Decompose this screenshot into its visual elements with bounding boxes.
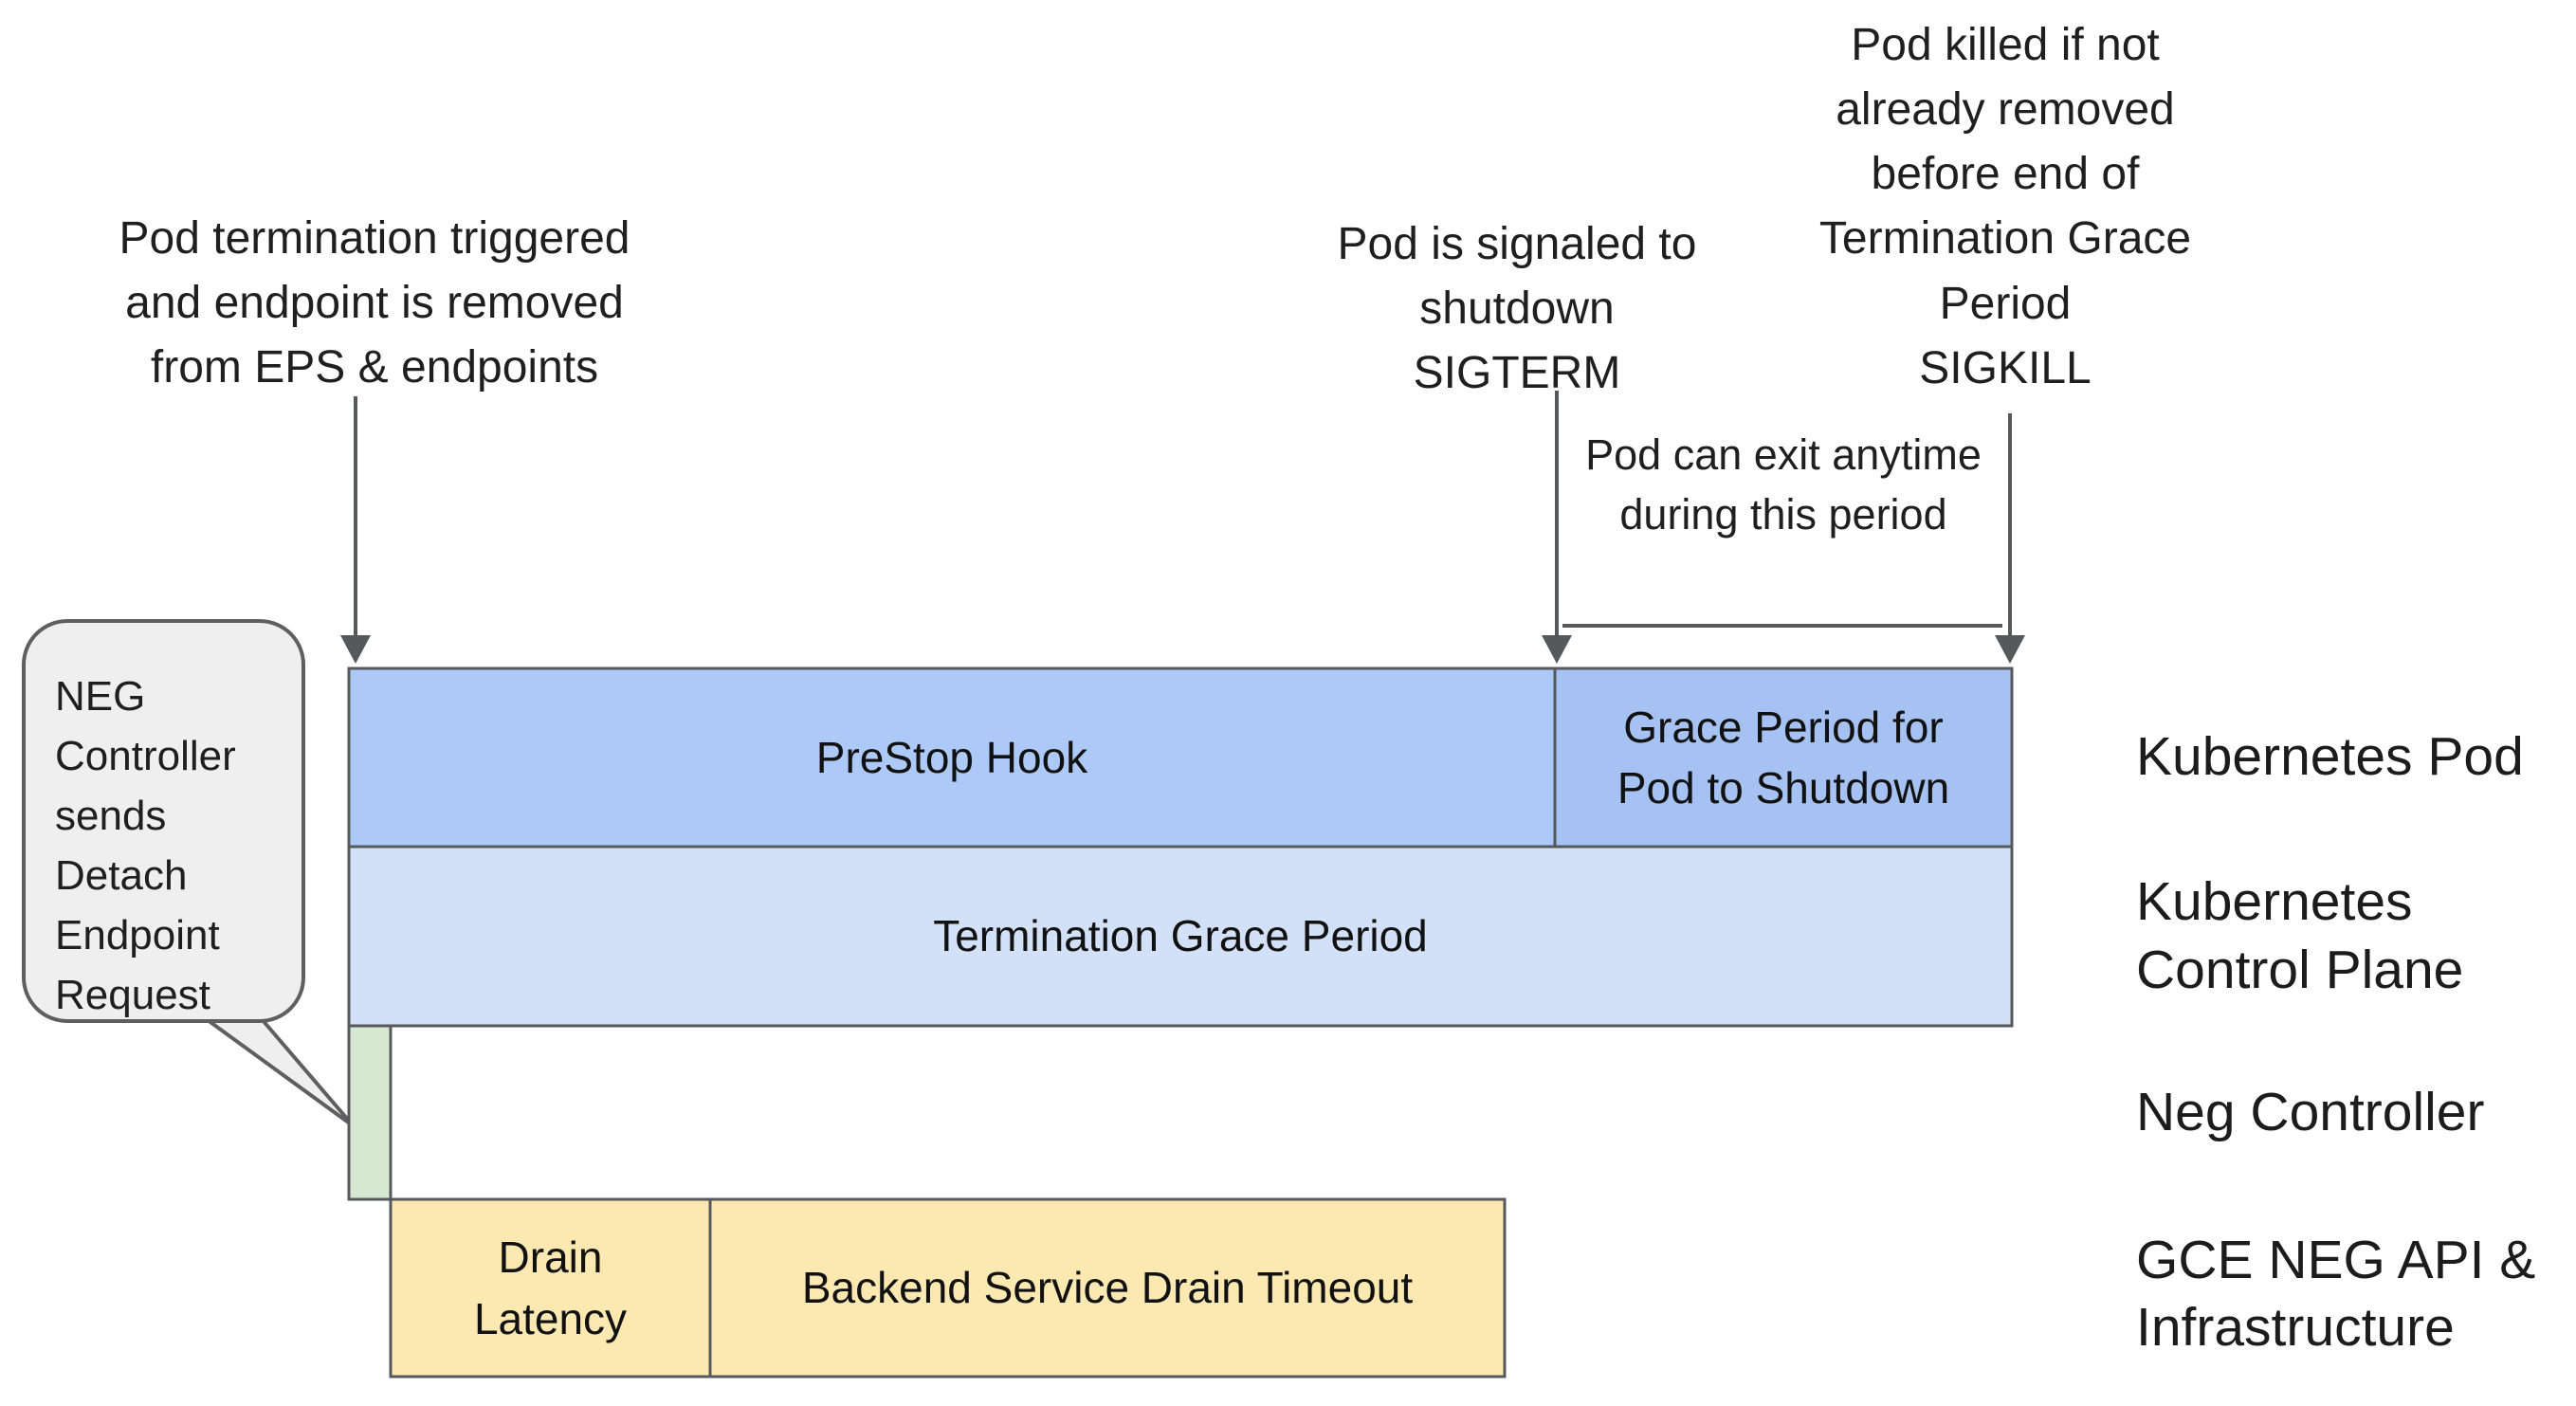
annotation-line: shutdown <box>1419 283 1615 335</box>
lane-label-line: Control Plane <box>2136 939 2464 1000</box>
prestop-hook-label: PreStop Hook <box>349 668 1555 847</box>
sigkill-annotation: Pod killed if not already removed before… <box>1773 13 2238 401</box>
drain-latency-bar <box>389 1197 712 1379</box>
annotation-line: Pod can exit anytime <box>1585 430 1982 479</box>
bar-label-line: PreStop Hook <box>815 732 1088 782</box>
termination-grace-period-bar <box>347 845 2014 1028</box>
callout-bubble <box>22 619 305 1023</box>
annotation-line: and endpoint is removed <box>125 278 624 329</box>
bar-label-line: Pod to Shutdown <box>1617 763 1950 813</box>
annotation-line: Pod killed if not <box>1851 20 2160 70</box>
callout-line: Detach <box>55 851 188 899</box>
backend-drain-timeout-bar <box>708 1197 1507 1379</box>
annotation-line: already removed <box>1836 84 2175 136</box>
lane-label-control-plane: Kubernetes Control Plane <box>2136 847 2572 1026</box>
bar-label-line: Backend Service Drain Timeout <box>801 1263 1414 1313</box>
sigterm-arrow <box>1542 391 1572 664</box>
callout-line: Controller <box>55 732 236 779</box>
pod-can-exit-annotation: Pod can exit anytime during this period <box>1569 425 1998 544</box>
bar-label-line: Latency <box>473 1293 628 1343</box>
grace-period-label: Grace Period for Pod to Shutdown <box>1555 668 2012 847</box>
pod-termination-annotation: Pod termination triggered and endpoint i… <box>66 207 683 400</box>
lane-label-neg-controller: Neg Controller <box>2136 1026 2572 1199</box>
lane-label-line: Infrastructure <box>2136 1297 2455 1358</box>
annotation-line: from EPS & endpoints <box>150 342 599 393</box>
bar-label-line: Termination Grace Period <box>933 911 1428 961</box>
callout-line: Request <box>55 971 210 1018</box>
callout-text: NEG Controller sends Detach Endpoint Req… <box>55 667 292 1025</box>
callout-line: NEG <box>55 673 146 720</box>
bar-label-line: Drain <box>498 1233 603 1283</box>
sigterm-annotation: Pod is signaled to shutdown SIGTERM <box>1313 212 1721 406</box>
lane-label-line: GCE NEG API & <box>2136 1229 2536 1290</box>
lane-label-line: Kubernetes <box>2136 871 2413 933</box>
grace-period-bar <box>1553 666 2014 849</box>
sigkill-arrow <box>1995 413 2025 664</box>
lane-label-line: Kubernetes Pod <box>2136 726 2524 788</box>
annotation-line: SIGTERM <box>1413 348 1621 399</box>
lane-label-line: Neg Controller <box>2136 1081 2485 1142</box>
callout-line: Endpoint <box>55 911 220 959</box>
backend-drain-timeout-label: Backend Service Drain Timeout <box>710 1199 1505 1377</box>
neg-controller-bar <box>347 1024 393 1201</box>
annotation-line: Period <box>1939 278 2072 329</box>
annotation-line: during this period <box>1619 490 1947 539</box>
annotation-line: before end of <box>1871 149 2140 200</box>
prestop-hook-bar <box>347 666 1557 849</box>
callout-tail <box>195 1011 356 1128</box>
pod-termination-arrow <box>340 396 371 664</box>
annotation-line: Pod is signaled to <box>1337 219 1697 269</box>
annotation-line: SIGKILL <box>1919 342 2092 393</box>
bar-label-line: Grace Period for <box>1623 702 1944 752</box>
annotation-line: Pod termination triggered <box>119 213 630 264</box>
termination-grace-period-label: Termination Grace Period <box>349 847 2012 1026</box>
drain-latency-label: Drain Latency <box>391 1199 710 1377</box>
lane-label-kubernetes-pod: Kubernetes Pod <box>2136 668 2572 847</box>
lane-label-gce: GCE NEG API & Infrastructure <box>2136 1204 2572 1384</box>
annotation-line: Termination Grace <box>1818 213 2192 265</box>
callout-line: sends <box>55 792 167 839</box>
